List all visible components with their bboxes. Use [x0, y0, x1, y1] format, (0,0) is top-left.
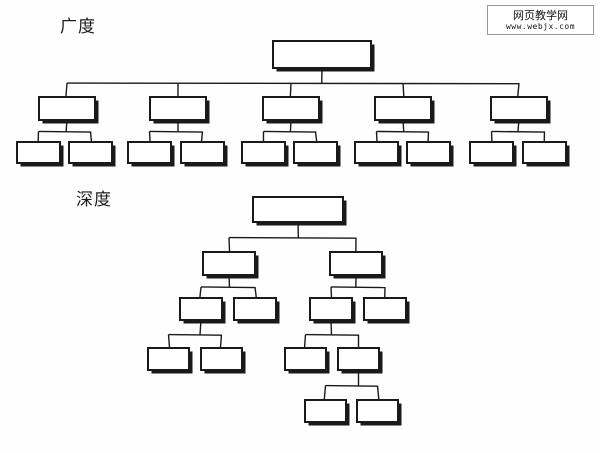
- edge-bus: [330, 286, 386, 289]
- edge-bus: [228, 236, 357, 239]
- depth-node-5: [309, 297, 353, 321]
- depth-node-12: [356, 399, 399, 423]
- breadth-node-8: [127, 141, 172, 164]
- depth-node-1: [202, 251, 256, 276]
- edge-drop: [228, 237, 231, 253]
- breadth-node-12: [354, 141, 399, 164]
- watermark-badge: 网页教学网 www.webjx.com: [487, 5, 594, 35]
- breadth-node-10: [241, 141, 286, 164]
- breadth-node-9: [180, 141, 225, 164]
- depth-label: 深度: [76, 190, 112, 210]
- breadth-node-2: [149, 96, 207, 121]
- edge-drop: [289, 83, 292, 98]
- breadth-node-14: [469, 141, 514, 164]
- depth-node-6: [363, 297, 407, 321]
- watermark-site-name: 网页教学网: [513, 8, 568, 22]
- edge-bus: [149, 130, 203, 133]
- edge-bus: [305, 333, 359, 336]
- edge-drop: [200, 131, 204, 143]
- edge-bus: [376, 130, 429, 133]
- edge-drop: [323, 385, 327, 401]
- edge-bus: [263, 130, 316, 133]
- depth-node-3: [179, 297, 223, 321]
- edge-drop: [167, 334, 171, 349]
- edge-drop: [330, 286, 333, 299]
- breadth-node-3: [262, 96, 320, 121]
- edge-drop: [314, 131, 318, 143]
- breadth-node-13: [406, 141, 451, 164]
- breadth-tree-nodes: [16, 40, 570, 167]
- depth-node-2: [329, 251, 383, 276]
- breadth-node-7: [68, 141, 113, 164]
- breadth-node-0: [272, 40, 372, 69]
- edge-drop: [402, 83, 405, 98]
- depth-node-10: [337, 347, 380, 371]
- watermark-url: www.webjx.com: [505, 21, 576, 31]
- breadth-node-6: [16, 141, 61, 164]
- depth-node-11: [304, 399, 347, 423]
- edge-bus: [38, 130, 91, 133]
- edge-drop: [89, 131, 93, 143]
- edge-drop: [376, 385, 380, 401]
- edge-bus: [200, 286, 256, 289]
- depth-tree-nodes: [147, 196, 410, 426]
- edge-bus: [491, 130, 545, 133]
- edge-drop: [303, 334, 307, 349]
- edge-drop: [65, 83, 68, 98]
- breadth-node-4: [374, 96, 432, 121]
- breadth-node-15: [522, 141, 567, 164]
- depth-node-8: [200, 347, 243, 371]
- edge-drop: [148, 131, 151, 143]
- breadth-node-11: [293, 141, 338, 164]
- depth-node-9: [284, 347, 327, 371]
- edge-drop: [199, 286, 202, 299]
- edge-bus: [168, 333, 222, 336]
- edge-drop: [254, 286, 258, 299]
- edge-bus: [325, 384, 378, 387]
- depth-tree-edges: [167, 221, 386, 401]
- depth-node-4: [233, 297, 277, 321]
- edge-drop: [517, 83, 520, 98]
- edge-drop: [219, 334, 223, 349]
- breadth-label: 广度: [60, 17, 96, 37]
- depth-node-7: [147, 347, 190, 371]
- depth-node-0: [252, 196, 344, 223]
- breadth-node-1: [38, 96, 96, 121]
- breadth-node-5: [490, 96, 548, 121]
- edge-bus: [66, 82, 520, 85]
